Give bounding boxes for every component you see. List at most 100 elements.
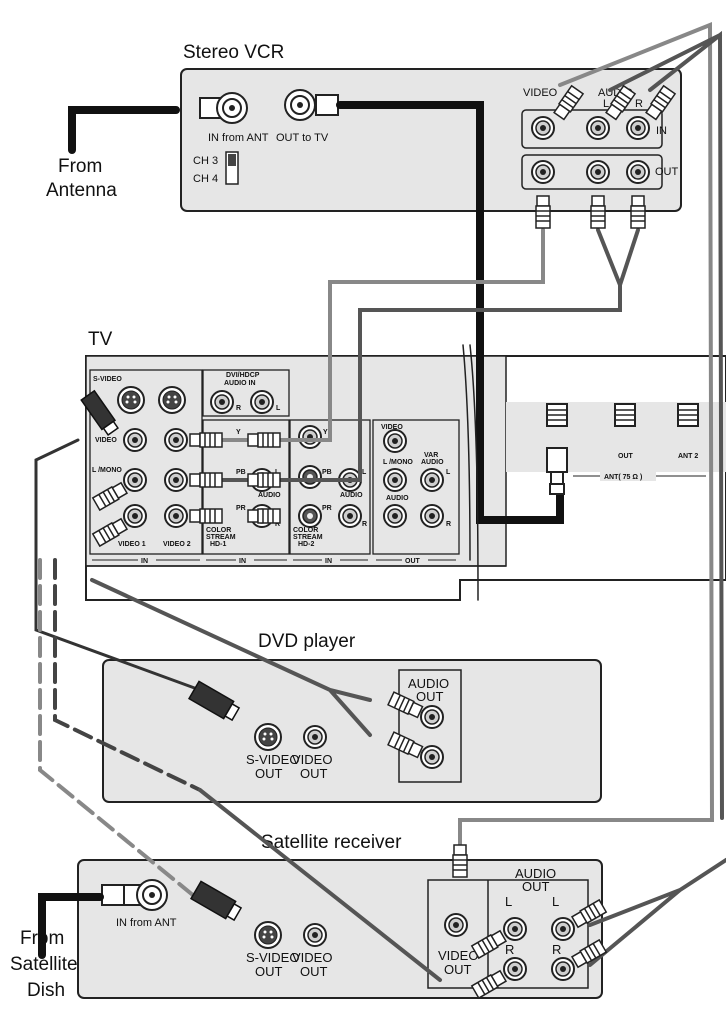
vcr-audio-l-in-jack	[586, 116, 610, 140]
sat-video-plug	[452, 844, 468, 878]
tv-v1-audio-l-jack	[123, 468, 147, 492]
sat-audio-r-jack	[551, 957, 575, 981]
tv-v2-audio-r-plug	[189, 508, 223, 524]
tv-hd1-label-1: COLOR	[206, 527, 231, 534]
tv-hd2-audio-label: AUDIO	[340, 492, 363, 499]
tv-ant1-connector	[546, 403, 568, 427]
tv-out-audio-r-jack	[383, 504, 407, 528]
vcr-audio-r-in-jack	[626, 116, 650, 140]
vcr-ch3-label: CH 3	[193, 155, 218, 167]
antenna-source-line-2: Antenna	[46, 180, 117, 201]
dvd-video-jack	[303, 725, 327, 749]
vcr-l-label: L	[603, 98, 609, 110]
tv-v1-audio-r-jack	[123, 504, 147, 528]
tv-video2-label: VIDEO 2	[163, 541, 191, 548]
tv-out-lmono-label: L /MONO	[383, 459, 413, 466]
tv-svideo2-jack	[158, 386, 186, 414]
tv-in-label-1: IN	[141, 558, 148, 565]
vcr-out-to-tv-label: OUT to TV	[276, 132, 329, 144]
satellite-source-line-1: From	[20, 928, 64, 949]
vcr-out-label: OUT	[655, 166, 679, 178]
tv-dvi-audio-l-jack	[250, 390, 274, 414]
sat-audio-cable	[198, 788, 442, 982]
tv-video-label: VIDEO	[95, 437, 117, 444]
tv-hd1-audio-label: AUDIO	[258, 492, 281, 499]
sat-video-label-1: VIDEO	[292, 950, 332, 965]
dvd-svideo-cable	[34, 438, 202, 692]
dvd-svideo-label-1: S-VIDEO	[246, 752, 299, 767]
sat-out-r-label: R	[552, 942, 561, 957]
sat-in-from-ant-label: IN from ANT	[116, 917, 177, 929]
satellite-dish-cable	[38, 893, 104, 959]
vcr-audio-l-out-jack	[586, 160, 610, 184]
tv-video-out-to-vcr-cable	[458, 22, 715, 847]
vcr-audio-out-cable	[208, 283, 622, 482]
tv-antenna-cable-line-2	[469, 344, 479, 601]
tv-var-r-label: R	[446, 521, 451, 528]
vcr-title: Stereo VCR	[183, 42, 284, 63]
antenna-cable	[68, 106, 180, 154]
tv-ant-out-label: OUT	[618, 453, 634, 460]
tv-var-audio-l-jack	[420, 468, 444, 492]
tv-hd2-pb-label: PB	[322, 469, 332, 476]
tv-dvi-audio-r-jack	[210, 390, 234, 414]
tv-hd2-pb-jack	[298, 465, 322, 489]
tv-hd1-pr-label: PR	[236, 505, 246, 512]
dvd-audio-cable	[90, 578, 372, 737]
tv-video1-label: VIDEO 1	[118, 541, 146, 548]
sat-out-l-label: L	[552, 894, 559, 909]
vcr-out-to-tv-jack	[284, 89, 339, 121]
tv-hd1-pr-plug	[247, 508, 281, 524]
sat-svideo-jack	[254, 921, 282, 949]
tv-hd1-pb-label: PB	[236, 469, 246, 476]
antenna-source-line-1: From	[58, 156, 102, 177]
sat-video-jack	[303, 923, 327, 947]
sat-ant-in-jack	[101, 879, 168, 911]
dvd-audio-out-2: OUT	[416, 689, 444, 704]
sat-title: Satellite receiver	[261, 832, 402, 853]
tv-ant2-connector	[677, 403, 699, 427]
tv-hd2-label-2: STREAM	[293, 534, 323, 541]
tv-audio-in-label: AUDIO IN	[224, 380, 256, 387]
tv-hd1-y-label: Y	[236, 429, 241, 436]
tv-video2-plug	[189, 432, 223, 448]
dvd-audio-r-jack	[420, 745, 444, 769]
vcr-video-in-jack	[531, 116, 555, 140]
vcr-audio-r-out-plug	[630, 195, 646, 229]
sat-audio-l-jack	[551, 917, 575, 941]
tv-out-label: OUT	[405, 558, 421, 565]
tv-title: TV	[88, 329, 113, 350]
vcr-video-out-cable	[208, 228, 545, 442]
tv-var-audio-r-jack	[420, 504, 444, 528]
sat-video-text: VIDEO	[438, 948, 478, 963]
vcr-video-out-jack	[531, 160, 555, 184]
tv-hd2-y-jack	[298, 425, 322, 449]
tv-antenna-cable-line-1	[462, 344, 471, 561]
tv-video1-jack	[123, 428, 147, 452]
sat-audio-out-cable	[588, 858, 726, 967]
dvd-svideo-plug	[187, 680, 241, 722]
vcr-video-out-plug	[535, 195, 551, 229]
tv-v2-audio-l-jack	[164, 468, 188, 492]
tv-hd2-label-3: HD-2	[298, 541, 314, 548]
sat-video-label-2: OUT	[300, 964, 328, 979]
tv-hd2-label-1: COLOR	[293, 527, 318, 534]
dvd-video-label-2: OUT	[300, 766, 328, 781]
tv-hd1-label-3: HD-1	[210, 541, 226, 548]
tv-hd1-y-plug	[247, 432, 281, 448]
sat-audio-out-2: OUT	[522, 879, 550, 894]
sat-av-r-label: R	[505, 942, 514, 957]
tv-hd2-r-label: R	[362, 521, 367, 528]
tv-v2-audio-l-plug	[189, 472, 223, 488]
vcr-ch4-label: CH 4	[193, 173, 218, 185]
dvd-title: DVD player	[258, 631, 356, 652]
tv-hd1-label-2: STREAM	[206, 534, 236, 541]
tv-var-audio-2: AUDIO	[421, 459, 444, 466]
sat-av-video-jack	[444, 913, 468, 937]
tv-var-audio-1: VAR	[424, 452, 438, 459]
tv-in-label-2: IN	[239, 558, 246, 565]
sat-svideo-dashed-cable	[38, 558, 207, 907]
satellite-source-line-3: Dish	[27, 980, 65, 1001]
tv-hd2-pr-jack	[298, 504, 322, 528]
